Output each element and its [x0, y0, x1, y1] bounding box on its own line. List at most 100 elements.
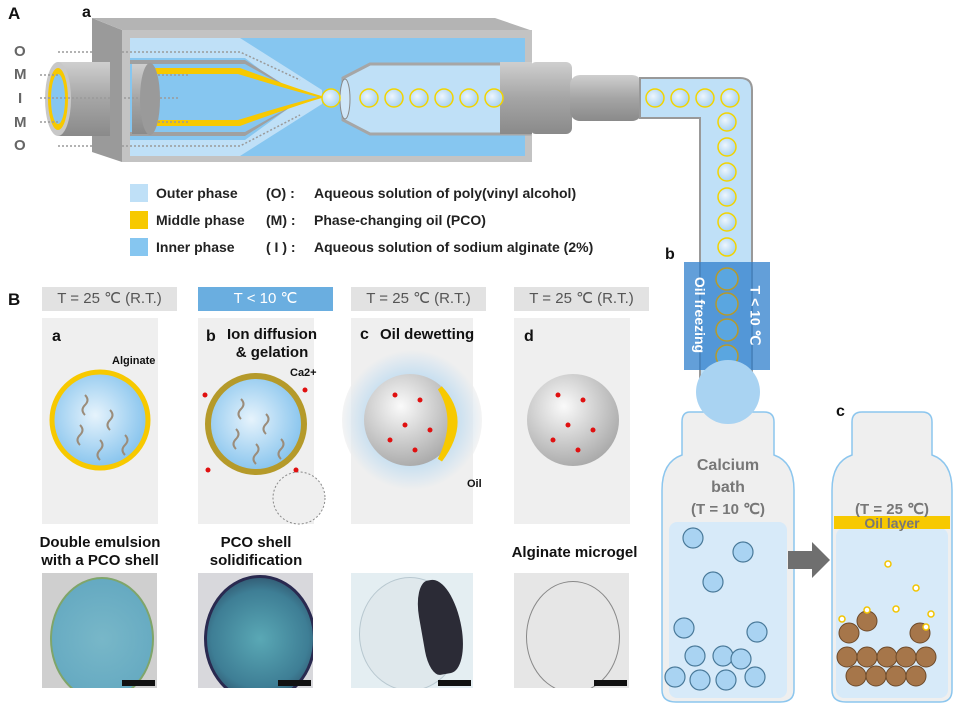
gel-bead [845, 665, 867, 687]
step-c-letter: c [360, 326, 369, 343]
gel-bead [684, 645, 706, 667]
droplet [484, 88, 504, 108]
step-b-caption: PCO shell solidification [209, 534, 303, 569]
oil-layer-label: Oil layer [864, 515, 920, 531]
gel-bead [876, 646, 898, 668]
inlet-label-inner: I [18, 90, 23, 107]
step-a-temperature: T = 25 ℃ (R.T.) [42, 287, 177, 311]
inlet-label-middle-bottom: M [14, 114, 27, 131]
panel-label-a-sub-a: a [82, 4, 91, 21]
legend-swatch-outer [130, 184, 148, 202]
oil-droplet [912, 584, 920, 592]
step-c-title: Oil dewetting [380, 326, 475, 343]
gel-bead [895, 646, 917, 668]
oil-droplet [927, 610, 935, 618]
droplet [384, 88, 404, 108]
inlet-label-outer-top: O [14, 43, 26, 60]
legend-name: Middle phase [156, 212, 245, 228]
frozen-droplet [715, 318, 739, 342]
step-a-letter: a [52, 328, 61, 345]
oil-freezing-label: Oil freezing [692, 276, 708, 354]
legend-code: (O) : [266, 185, 295, 201]
gel-bead [673, 617, 695, 639]
panel-label-a-main: A [8, 4, 21, 23]
gel-bead [744, 666, 766, 688]
legend-code: ( I ) : [266, 239, 296, 255]
gel-bead [732, 541, 754, 563]
droplet [717, 112, 737, 132]
legend-name: Inner phase [156, 239, 235, 255]
droplet [645, 88, 665, 108]
gel-bead [905, 665, 927, 687]
gel-bead [856, 646, 878, 668]
droplet [321, 88, 341, 108]
droplet [695, 88, 715, 108]
legend-row-outer: Outer phase (O) : Aqueous solution of po… [130, 183, 576, 203]
droplet [717, 212, 737, 232]
step-b-title: Ion diffusion & gelation [227, 326, 317, 361]
inlet-label-outer-bottom: O [14, 137, 26, 154]
droplet [717, 237, 737, 257]
step-b-temperature: T < 10 ℃ [198, 287, 333, 311]
gel-bead [915, 646, 937, 668]
frozen-droplet [715, 267, 739, 291]
droplet-train [321, 88, 740, 257]
micrograph-double-emulsion [42, 573, 157, 688]
droplet [359, 88, 379, 108]
scale-bar [122, 680, 155, 686]
droplet [717, 137, 737, 157]
oil-droplet [863, 606, 871, 614]
bath2-temperature: (T = 25 ℃) [855, 501, 929, 518]
panel-label-a-sub-c: c [836, 403, 845, 420]
legend-swatch-inner [130, 238, 148, 256]
step-c-temperature: T = 25 ℃ (R.T.) [351, 287, 486, 311]
oil-droplet [884, 560, 892, 568]
gel-bead [865, 665, 887, 687]
oil-annotation: Oil [467, 478, 482, 490]
micrograph-alginate-microgel [514, 573, 629, 688]
legend-row-middle: Middle phase (M) : Phase-changing oil (P… [130, 210, 486, 230]
freeze-temp-label: T < 10 ℃ [747, 285, 764, 346]
droplet [717, 187, 737, 207]
gel-bead [702, 571, 724, 593]
inlet-label-middle-top: M [14, 66, 27, 83]
calcium-bath-line1: Calcium [696, 457, 760, 474]
scale-bar [438, 680, 471, 686]
gel-bead [689, 669, 711, 691]
legend-row-inner: Inner phase ( I ) : Aqueous solution of … [130, 237, 593, 257]
flow-arrows [40, 51, 301, 147]
bath1-temperature: (T = 10 ℃) [691, 501, 765, 518]
legend-name: Outer phase [156, 185, 238, 201]
scale-bar [594, 680, 627, 686]
droplet [434, 88, 454, 108]
step-a-card [42, 318, 158, 524]
gel-bead [715, 669, 737, 691]
panel-label-b-main: B [8, 290, 21, 309]
droplet [717, 162, 737, 182]
droplet [409, 88, 429, 108]
step-a-caption: Double emulsion with a PCO shell [39, 534, 161, 569]
oil-droplet [892, 605, 900, 613]
droplet [459, 88, 479, 108]
gel-bead [664, 666, 686, 688]
legend-code: (M) : [266, 212, 296, 228]
calcium-bath-line2: bath [711, 479, 745, 496]
step-d-card [514, 318, 630, 524]
gel-bead [730, 648, 752, 670]
step-c-card [351, 318, 473, 524]
gel-bead [746, 621, 768, 643]
calcium-bath-label: Calcium bath [662, 455, 794, 499]
step-d-caption: Alginate microgel [511, 544, 638, 561]
legend-desc: Aqueous solution of poly(vinyl alcohol) [314, 185, 577, 201]
alginate-annotation: Alginate [112, 355, 156, 367]
step-d-letter: d [524, 328, 534, 345]
transition-arrow [788, 542, 830, 578]
gel-bead [838, 622, 860, 644]
micrograph-oil-dewetting [351, 573, 473, 688]
panel-label-a-sub-b: b [665, 246, 675, 263]
step-d-temperature: T = 25 ℃ (R.T.) [514, 287, 649, 311]
calcium-ion-annotation: Ca2+ [290, 367, 317, 379]
gel-bead [856, 610, 878, 632]
frozen-droplet [715, 292, 739, 316]
